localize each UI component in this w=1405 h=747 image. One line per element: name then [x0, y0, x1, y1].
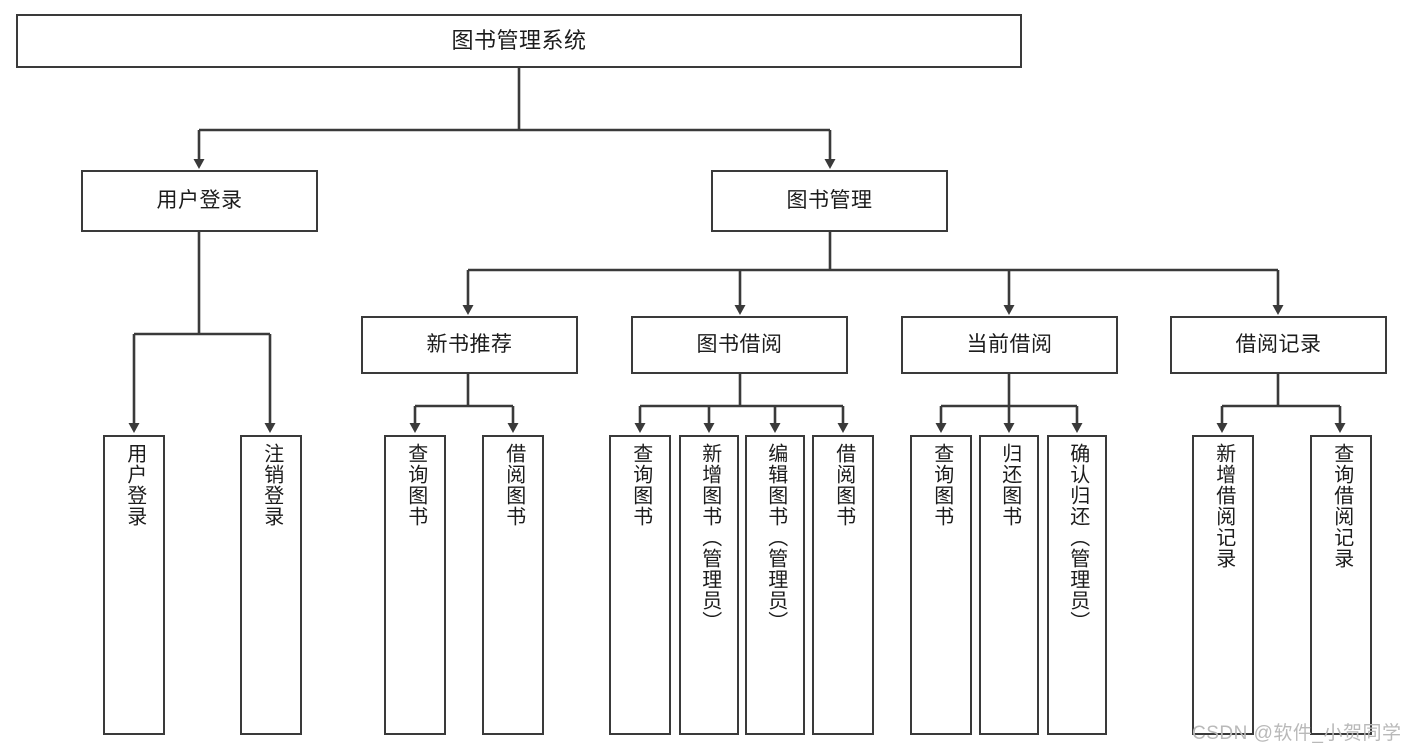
node-label: 新增借阅记录 [1212, 443, 1235, 569]
node-label: 借阅图书 [502, 443, 525, 527]
node-label: 新书推荐 [426, 332, 513, 356]
node-user-login[interactable]: 用户登录 [81, 170, 318, 232]
leaf-query-borrow-record[interactable]: 查询借阅记录 [1310, 435, 1372, 735]
node-label: 借阅图书 [832, 443, 855, 527]
leaf-query-book-current[interactable]: 查询图书 [910, 435, 972, 735]
watermark: CSDN @软件_小贺同学 [1192, 723, 1402, 744]
node-label: 新增图书（管理员） [698, 443, 721, 632]
leaf-query-book-recommend[interactable]: 查询图书 [384, 435, 446, 735]
node-label: 查询图书 [629, 443, 652, 527]
node-borrow-record[interactable]: 借阅记录 [1170, 316, 1387, 374]
leaf-user-login[interactable]: 用户登录 [103, 435, 165, 735]
node-label: 当前借阅 [966, 332, 1053, 356]
node-label: 归还图书 [998, 443, 1021, 527]
leaf-user-logout[interactable]: 注销登录 [240, 435, 302, 735]
leaf-add-book-admin[interactable]: 新增图书（管理员） [679, 435, 739, 735]
leaf-edit-book-admin[interactable]: 编辑图书（管理员） [745, 435, 805, 735]
node-new-book-recommend[interactable]: 新书推荐 [361, 316, 578, 374]
leaf-return-book[interactable]: 归还图书 [979, 435, 1039, 735]
node-label: 图书借阅 [696, 332, 783, 356]
node-label: 确认归还（管理员） [1066, 443, 1089, 632]
node-label: 编辑图书（管理员） [764, 443, 787, 632]
leaf-borrow-book-recommend[interactable]: 借阅图书 [482, 435, 544, 735]
node-book-management[interactable]: 图书管理 [711, 170, 948, 232]
node-label: 查询图书 [404, 443, 427, 527]
leaf-query-book-borrow[interactable]: 查询图书 [609, 435, 671, 735]
leaf-add-borrow-record[interactable]: 新增借阅记录 [1192, 435, 1254, 735]
node-label: 查询图书 [930, 443, 953, 527]
node-label: 注销登录 [260, 443, 283, 527]
leaf-borrow-book[interactable]: 借阅图书 [812, 435, 874, 735]
node-root-system[interactable]: 图书管理系统 [16, 14, 1022, 68]
node-label: 查询借阅记录 [1330, 443, 1353, 569]
node-label: 图书管理 [786, 188, 873, 212]
node-current-borrow[interactable]: 当前借阅 [901, 316, 1118, 374]
node-label: 用户登录 [123, 443, 146, 527]
leaf-confirm-return-admin[interactable]: 确认归还（管理员） [1047, 435, 1107, 735]
node-label: 借阅记录 [1235, 332, 1322, 356]
node-label: 用户登录 [156, 188, 243, 212]
node-book-borrow[interactable]: 图书借阅 [631, 316, 848, 374]
node-label: 图书管理系统 [451, 28, 587, 54]
